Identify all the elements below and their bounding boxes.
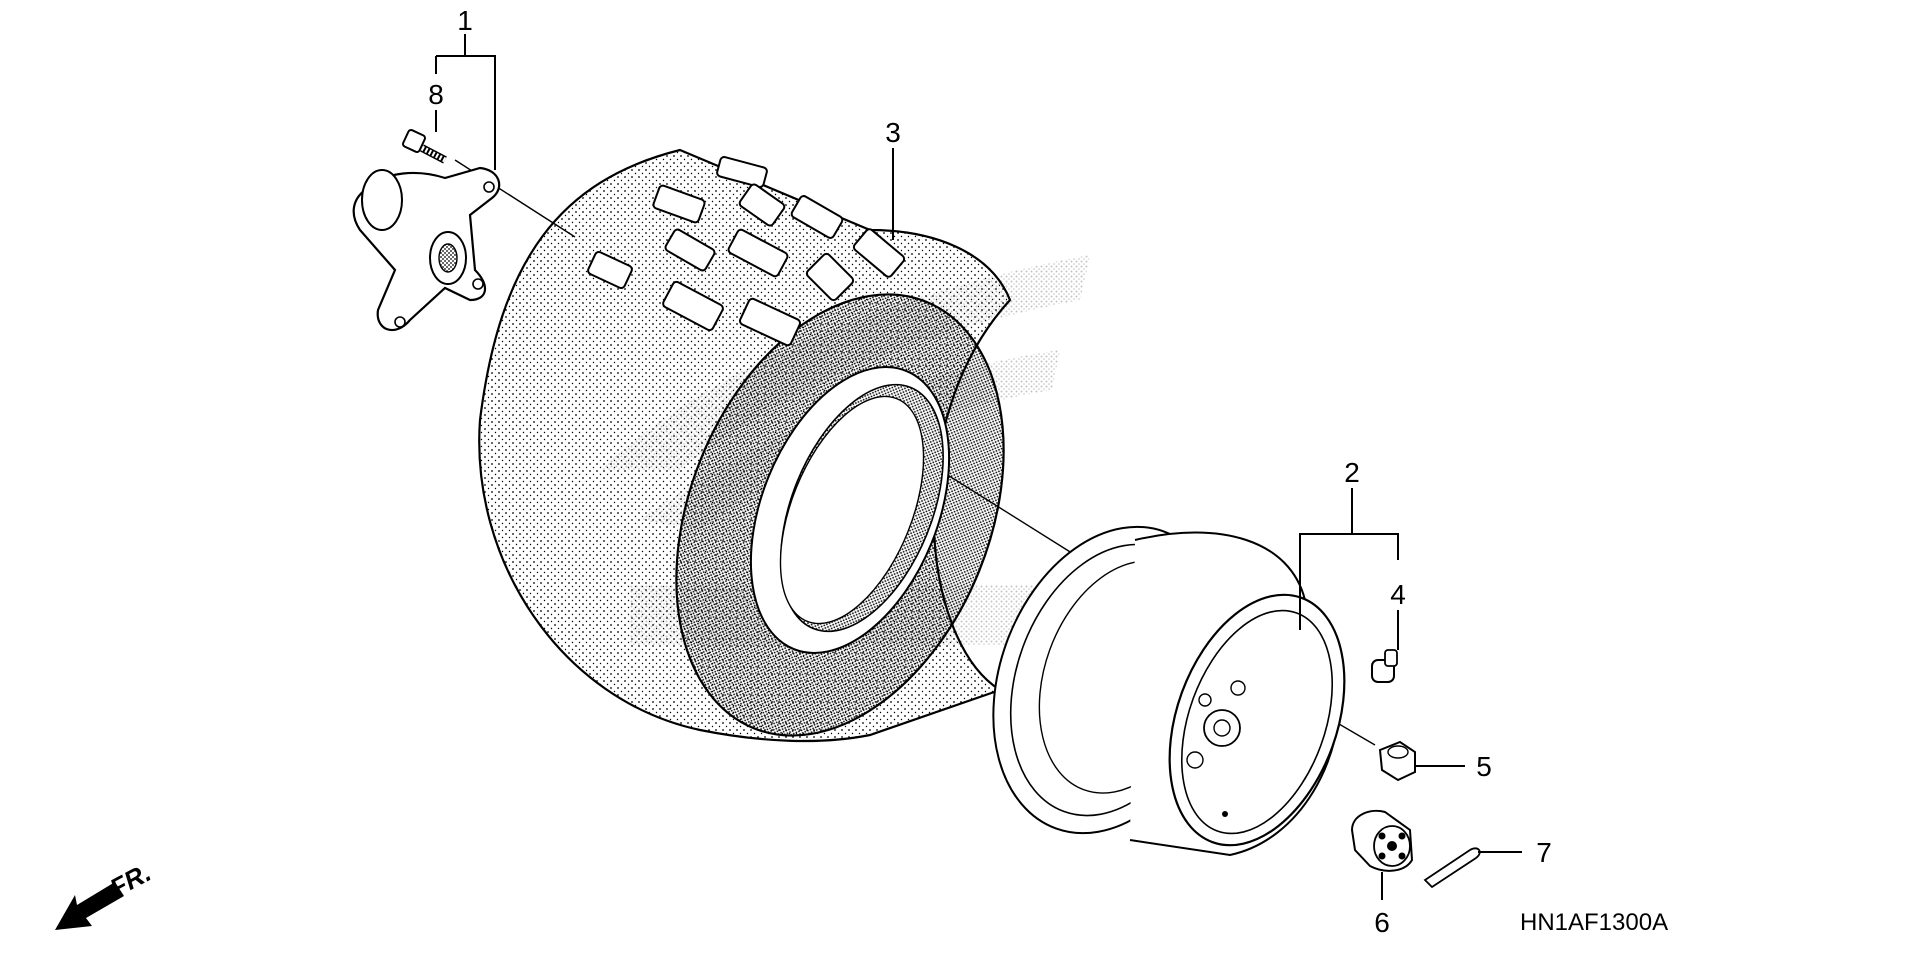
callout-5: 5 [1476, 751, 1492, 782]
tread-lugs [587, 156, 906, 347]
callout-7: 7 [1536, 837, 1552, 868]
callout-1: 1 [457, 5, 473, 36]
wheel-nut [1378, 740, 1416, 782]
hub-bolt [402, 129, 447, 164]
front-direction-marker: FR. [55, 857, 156, 930]
valve-stem [1371, 649, 1398, 683]
callout-3: 3 [885, 117, 901, 148]
tire [478, 148, 1012, 743]
callout-6: 6 [1374, 907, 1390, 938]
cotter-pin [1423, 847, 1481, 889]
wheel-hub [352, 166, 501, 331]
callout-8: 8 [428, 79, 444, 110]
callout-labels: 1 2 3 4 5 6 7 8 [428, 5, 1552, 938]
castle-nut [1350, 810, 1414, 872]
callout-4: 4 [1390, 579, 1406, 610]
callout-leaders [435, 34, 1522, 900]
wheel-rim [992, 525, 1346, 857]
figure-code: HN1AF1300A [1520, 909, 1668, 936]
callout-2: 2 [1344, 457, 1360, 488]
